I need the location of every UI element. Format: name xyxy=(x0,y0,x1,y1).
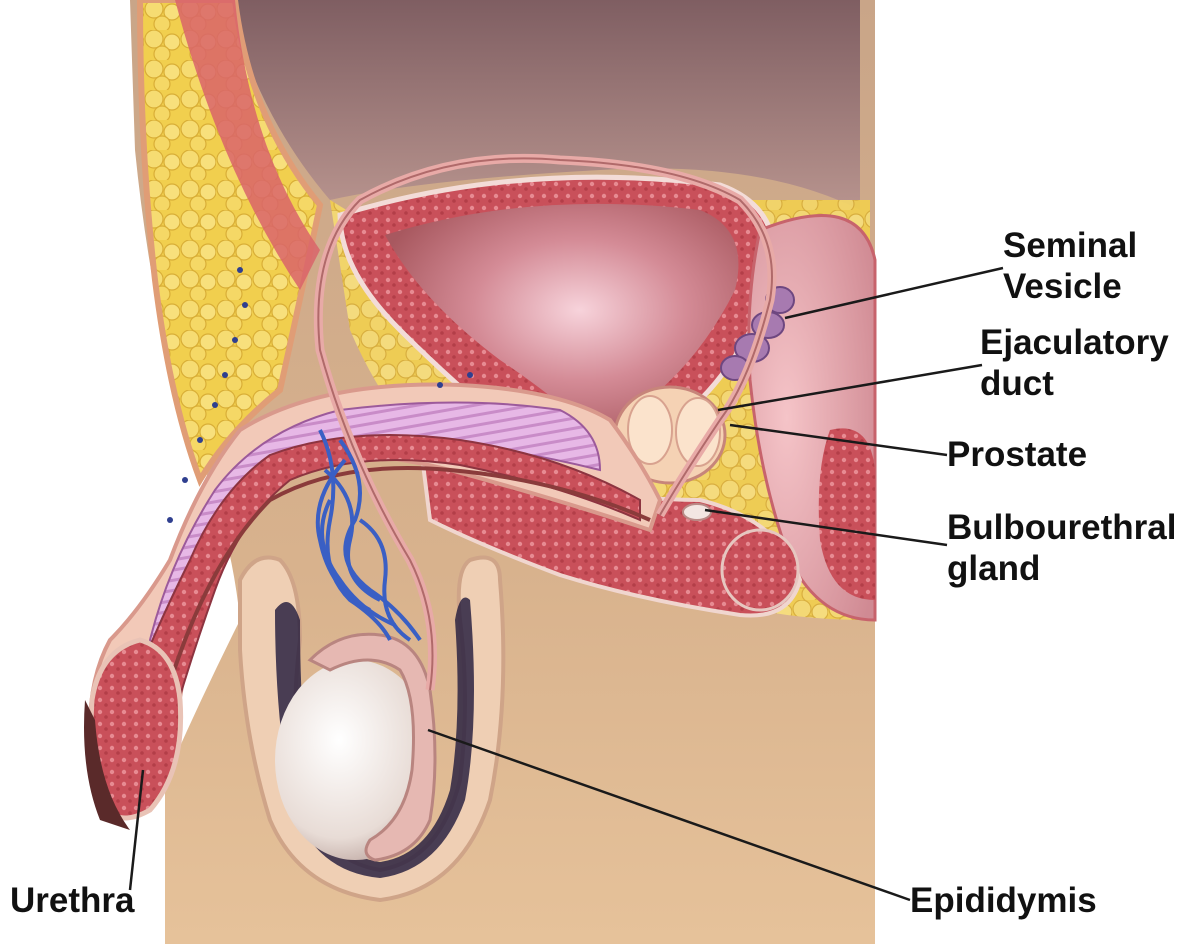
label-epididymis-text: Epididymis xyxy=(910,880,1097,921)
label-bulbourethral-gland-line2: gland xyxy=(947,548,1176,589)
label-ejaculatory-duct: Ejaculatory duct xyxy=(980,322,1169,404)
label-bulbourethral-gland: Bulbourethral gland xyxy=(947,507,1176,589)
label-ejaculatory-duct-line1: Ejaculatory xyxy=(980,322,1169,363)
label-prostate-text: Prostate xyxy=(947,434,1087,475)
label-prostate: Prostate xyxy=(947,434,1087,475)
label-seminal-vesicle-line1: Seminal xyxy=(1003,225,1137,266)
label-urethra: Urethra xyxy=(10,880,134,921)
label-urethra-text: Urethra xyxy=(10,880,134,921)
label-ejaculatory-duct-line2: duct xyxy=(980,363,1169,404)
label-epididymis: Epididymis xyxy=(910,880,1097,921)
label-bulbourethral-gland-line1: Bulbourethral xyxy=(947,507,1176,548)
label-seminal-vesicle: Seminal Vesicle xyxy=(1003,225,1137,307)
label-seminal-vesicle-line2: Vesicle xyxy=(1003,266,1137,307)
